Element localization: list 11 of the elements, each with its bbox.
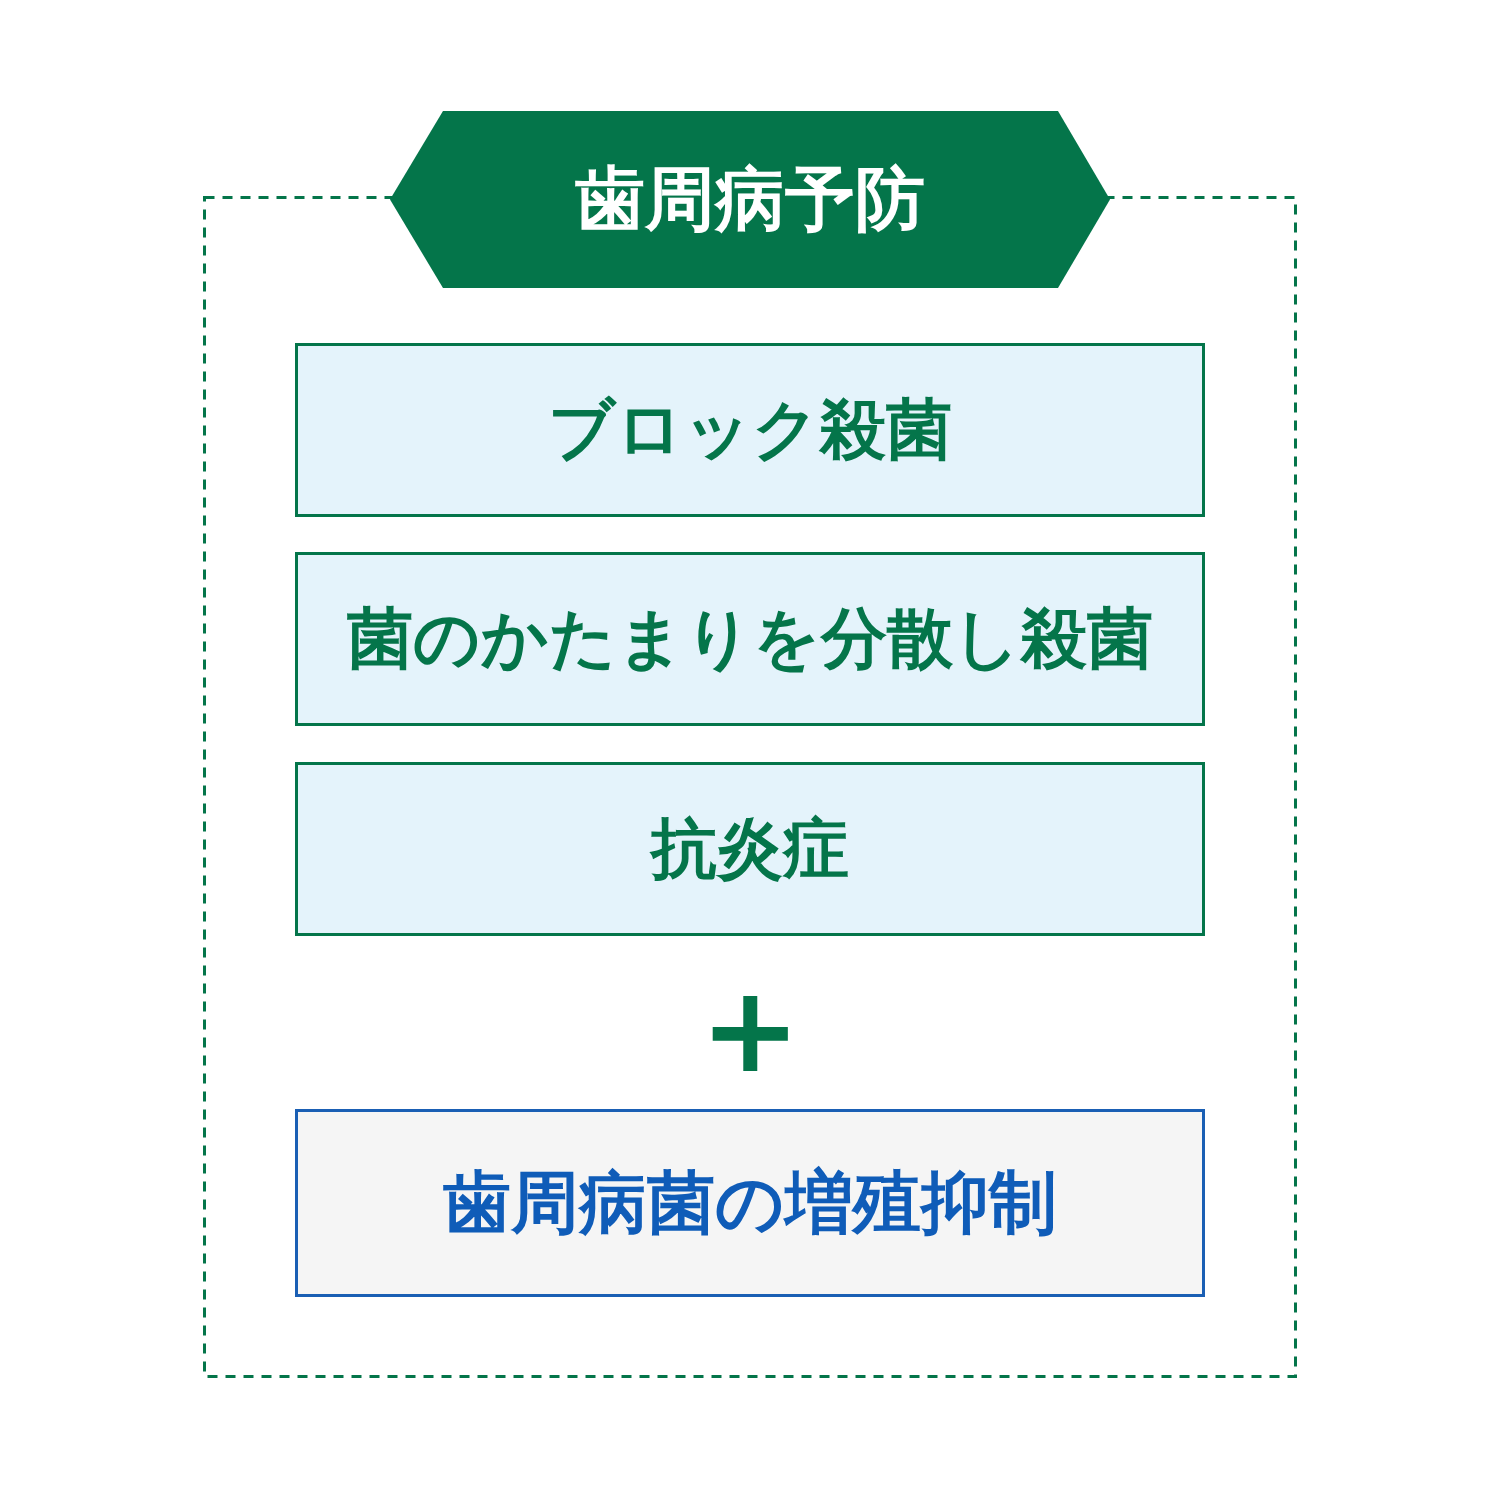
box-label: 歯周病予防: [575, 156, 925, 242]
feature-box: [295, 343, 1205, 517]
result-box: [295, 1109, 1205, 1297]
box-label: 歯周病菌の増殖抑制: [443, 1161, 1057, 1244]
feature-box: [295, 762, 1205, 936]
heading-banner: [390, 111, 1110, 288]
feature-box: [295, 552, 1205, 726]
box-label: ブロック殺菌: [548, 390, 952, 470]
box-label: 抗炎症: [651, 809, 849, 889]
box-label: 菌のかたまりを分散し殺菌: [347, 599, 1153, 679]
plus-sign: +: [700, 975, 800, 1085]
